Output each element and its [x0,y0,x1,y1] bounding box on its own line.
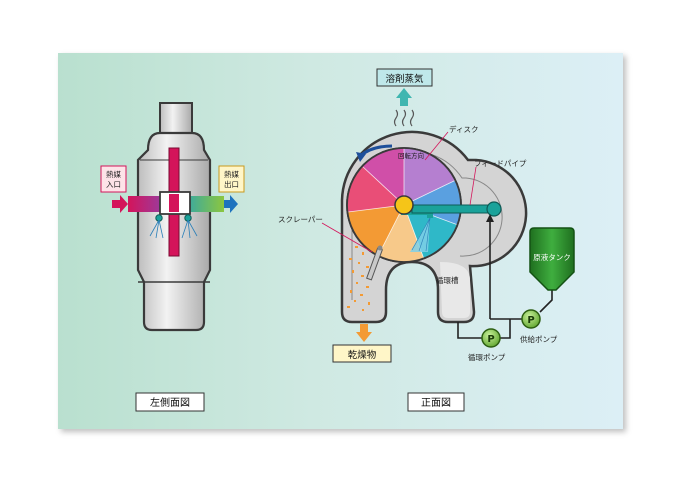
solvent-vapor-box [376,68,433,87]
heat-outlet-pipe [180,196,224,212]
side-spray-nozzles [149,214,198,239]
dried-product-label: 乾燥物 [348,349,377,361]
feed-pipe-label: フィードパイプ [474,159,527,168]
circulation-tank-label: 循環槽 [436,275,459,285]
supply-pump[interactable]: P [521,309,541,329]
heat-outlet-text-1: 熱媒 [224,169,239,179]
disk-hub [394,195,414,215]
heat-outlet-label: 熱媒 出口 [218,165,245,193]
feed-spray-lines [411,217,431,252]
heat-inlet-text-2: 入口 [106,180,121,189]
left-side-view: 熱媒 入口 熱媒 出口 左側面図 [100,102,245,412]
shaft-in-bearing [169,194,179,212]
supply-pump-symbol: P [527,315,534,326]
rotation-arrowhead [356,152,366,162]
vapor-up-arrow [396,88,412,106]
pump-circle-icon[interactable] [481,328,501,348]
piping [457,216,553,339]
circulation-pump[interactable]: P [481,328,501,348]
circulation-tank-liquid [440,262,470,318]
pump-circle-icon[interactable] [521,309,541,329]
heat-outlet-arrow [224,195,238,213]
front-view-caption-box [407,392,465,412]
heat-inlet-arrow [112,195,128,213]
feed-pipe-end [486,201,502,217]
raw-liquid-tank: 原液タンク [529,227,575,291]
circulation-pump-symbol: P [487,334,494,345]
steam-wave-icon [393,109,415,127]
left-view-caption-box [135,392,205,412]
raw-liquid-tank-label: 原液タンク [533,252,571,262]
heat-outlet-text-2: 出口 [224,179,239,189]
rotating-disk [346,147,462,263]
dried-product-particles [347,246,370,311]
circulation-pump-label: 循環ポンプ [468,352,506,362]
callouts: ディスク フィードパイプ スクレーパー 循環槽 [278,124,527,285]
product-down-arrow [356,324,372,342]
rotation-direction-label: 回転方向 [398,151,424,160]
dried-product-box [332,344,392,363]
front-view: 溶剤蒸気 [278,68,575,412]
front-view-caption: 正面図 [421,397,451,409]
disk-label: ディスク [449,124,478,134]
heat-inlet-text-1: 熱媒 [106,169,121,179]
vapor-stack [159,102,193,134]
riser-arrowhead [486,214,494,222]
solvent-vapor-label: 溶剤蒸気 [385,73,424,85]
scraper-label: スクレーパー [278,215,323,224]
scraper [366,245,383,281]
supply-pump-label: 供給ポンプ [520,334,558,344]
heat-inlet-label: 熱媒 入口 [100,165,127,193]
feed-pipe-horizontal [411,204,495,214]
left-view-caption: 左側面図 [150,396,190,409]
